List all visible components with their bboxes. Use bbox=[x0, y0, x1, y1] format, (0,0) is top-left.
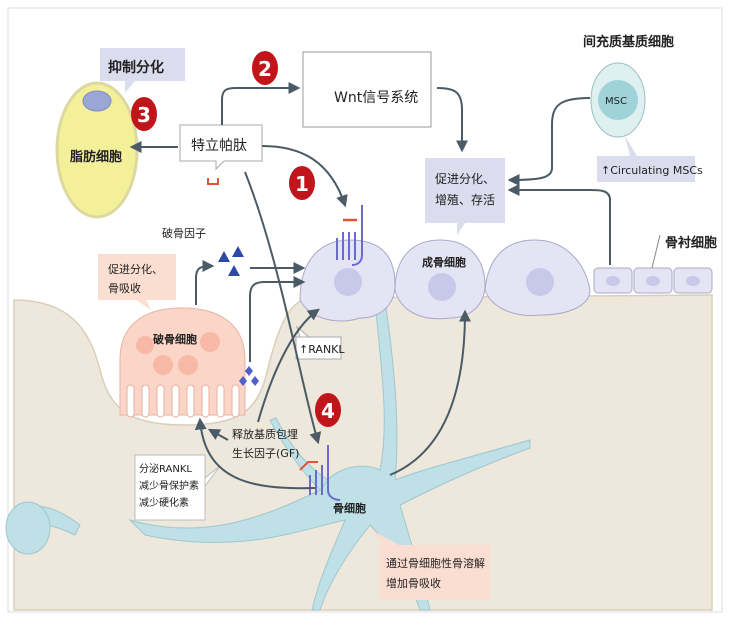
left-osteocyte bbox=[5, 501, 51, 555]
lining-pointer bbox=[651, 234, 661, 269]
promote-line-2: 增殖、存活 bbox=[435, 192, 495, 207]
gf-line-1: 释放基质包埋 bbox=[232, 427, 298, 441]
msc-label: MSC bbox=[605, 96, 627, 107]
step-4-marker: 4 bbox=[315, 393, 341, 427]
osteocyte-label: 骨细胞 bbox=[333, 501, 366, 515]
lining-cell-label: 骨衬细胞 bbox=[665, 235, 717, 251]
teriparatide-small-icon bbox=[207, 178, 219, 185]
circulating-box bbox=[597, 136, 695, 182]
osteocyte-ligand-icon bbox=[299, 461, 318, 471]
osteoclast-callout-line-1: 促进分化、 bbox=[108, 262, 163, 276]
adipocyte-nucleus bbox=[82, 90, 112, 112]
lining-cells bbox=[593, 267, 713, 294]
osteocyte-receptor-icon bbox=[309, 445, 341, 501]
teriparatide-label: 特立帕肽 bbox=[191, 138, 247, 154]
circulating-label: ↑Circulating MSCs bbox=[601, 164, 703, 177]
rankl-label: ↑RANKL bbox=[299, 343, 345, 356]
osteolysis-line-1: 通过骨细胞性骨溶解 bbox=[386, 556, 485, 570]
svg-text:2: 2 bbox=[258, 57, 272, 81]
receptor-icon bbox=[336, 205, 363, 266]
osteoclast-factor-label: 破骨因子 bbox=[162, 226, 206, 240]
svg-text:1: 1 bbox=[295, 172, 309, 196]
pathway-arrows bbox=[129, 82, 611, 490]
msc-nucleus bbox=[598, 80, 638, 120]
teriparatide-box bbox=[179, 124, 263, 171]
osteolysis-line-2: 增加骨吸收 bbox=[386, 576, 441, 590]
osteolysis-callout bbox=[371, 530, 490, 600]
frame bbox=[7, 7, 723, 613]
osteocyte-callout-line-1: 分泌RANKL bbox=[139, 462, 192, 475]
promote-box bbox=[425, 158, 505, 235]
osteoclast-callout-line-2: 骨吸收 bbox=[108, 281, 141, 295]
growth-factor-icon bbox=[239, 366, 259, 386]
osteocyte-callout bbox=[134, 454, 221, 521]
msc-title: 间充质基质细胞 bbox=[583, 34, 674, 50]
gf-line-2: 生长因子(GF) bbox=[232, 446, 299, 460]
osteocyte-cell bbox=[5, 299, 531, 611]
osteoblast-label: 成骨细胞 bbox=[422, 255, 466, 269]
wnt-label: Wnt信号系统 bbox=[334, 90, 418, 106]
osteoblast-cells bbox=[299, 239, 591, 322]
osteoclast-label: 破骨细胞 bbox=[153, 332, 197, 346]
svg-text:4: 4 bbox=[321, 399, 335, 423]
osteocyte-callout-line-3: 减少硬化素 bbox=[139, 496, 189, 509]
wnt-box bbox=[302, 51, 432, 128]
osteoclast-cell bbox=[119, 307, 246, 418]
inhibit-label: 抑制分化 bbox=[108, 59, 164, 76]
osteocyte-callout-line-2: 减少骨保护素 bbox=[139, 479, 199, 492]
bone-matrix bbox=[13, 294, 713, 611]
step-1-marker: 1 bbox=[289, 166, 315, 200]
inhibit-callout bbox=[100, 48, 185, 93]
osteoclast-callout bbox=[98, 254, 176, 310]
promote-line-1: 促进分化、 bbox=[435, 172, 495, 186]
step-3-marker: 3 bbox=[131, 97, 157, 131]
svg-text:3: 3 bbox=[137, 103, 151, 127]
osteoclast-factor-icon bbox=[218, 246, 244, 276]
step-2-marker: 2 bbox=[252, 51, 278, 85]
adipocyte-label: 脂肪细胞 bbox=[69, 149, 122, 165]
